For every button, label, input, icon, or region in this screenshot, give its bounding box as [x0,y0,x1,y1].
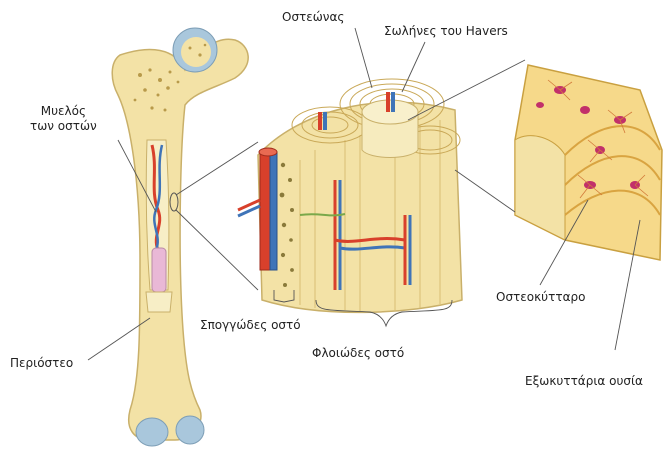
femoral-head-spongy [181,37,211,67]
leader-osteon [355,28,372,88]
main-artery-top [259,148,277,156]
label-bone-marrow-line2: των οστών [30,119,97,134]
leader-zoom-closeup-bottom [455,170,515,212]
leader-zoom-bottom [176,210,258,290]
leader-havers [402,42,425,92]
femur-body [112,39,248,440]
femur-illustration [112,28,248,446]
haversian-vessel-3 [318,112,322,130]
label-osteon: Οστεώνας [282,10,344,25]
label-compact-bone: Φλοιώδες οστό [312,346,404,361]
main-artery [260,152,270,270]
leader-zoom-top [176,142,258,195]
femur-marrow [152,248,166,292]
haversian-vessel-4 [323,112,327,130]
label-spongy-bone: Σπογγώδες οστό [200,318,301,333]
femur-cut-edge [146,292,172,312]
closeup-canal [515,136,565,240]
condyle-cartilage-right [176,416,204,444]
haversian-vessel-2 [391,92,395,112]
label-extracellular-matrix: Εξωκυττάρια ουσία [525,374,643,389]
label-osteocyte: Οστεοκύτταρο [496,290,585,305]
label-bone-marrow: Μυελός των οστών [30,104,97,134]
osteocyte-illustration [515,65,662,260]
condyle-cartilage-left [136,418,168,446]
main-vein [270,152,277,270]
haversian-vessel-1 [386,92,390,112]
bone-section-illustration [238,79,462,312]
label-haversian-canals: Σωλήνες του Havers [384,24,508,39]
leader-zoom-closeup-top [408,60,525,120]
label-bone-marrow-line1: Μυελός [30,104,97,119]
label-periosteum: Περιόστεο [10,356,73,371]
